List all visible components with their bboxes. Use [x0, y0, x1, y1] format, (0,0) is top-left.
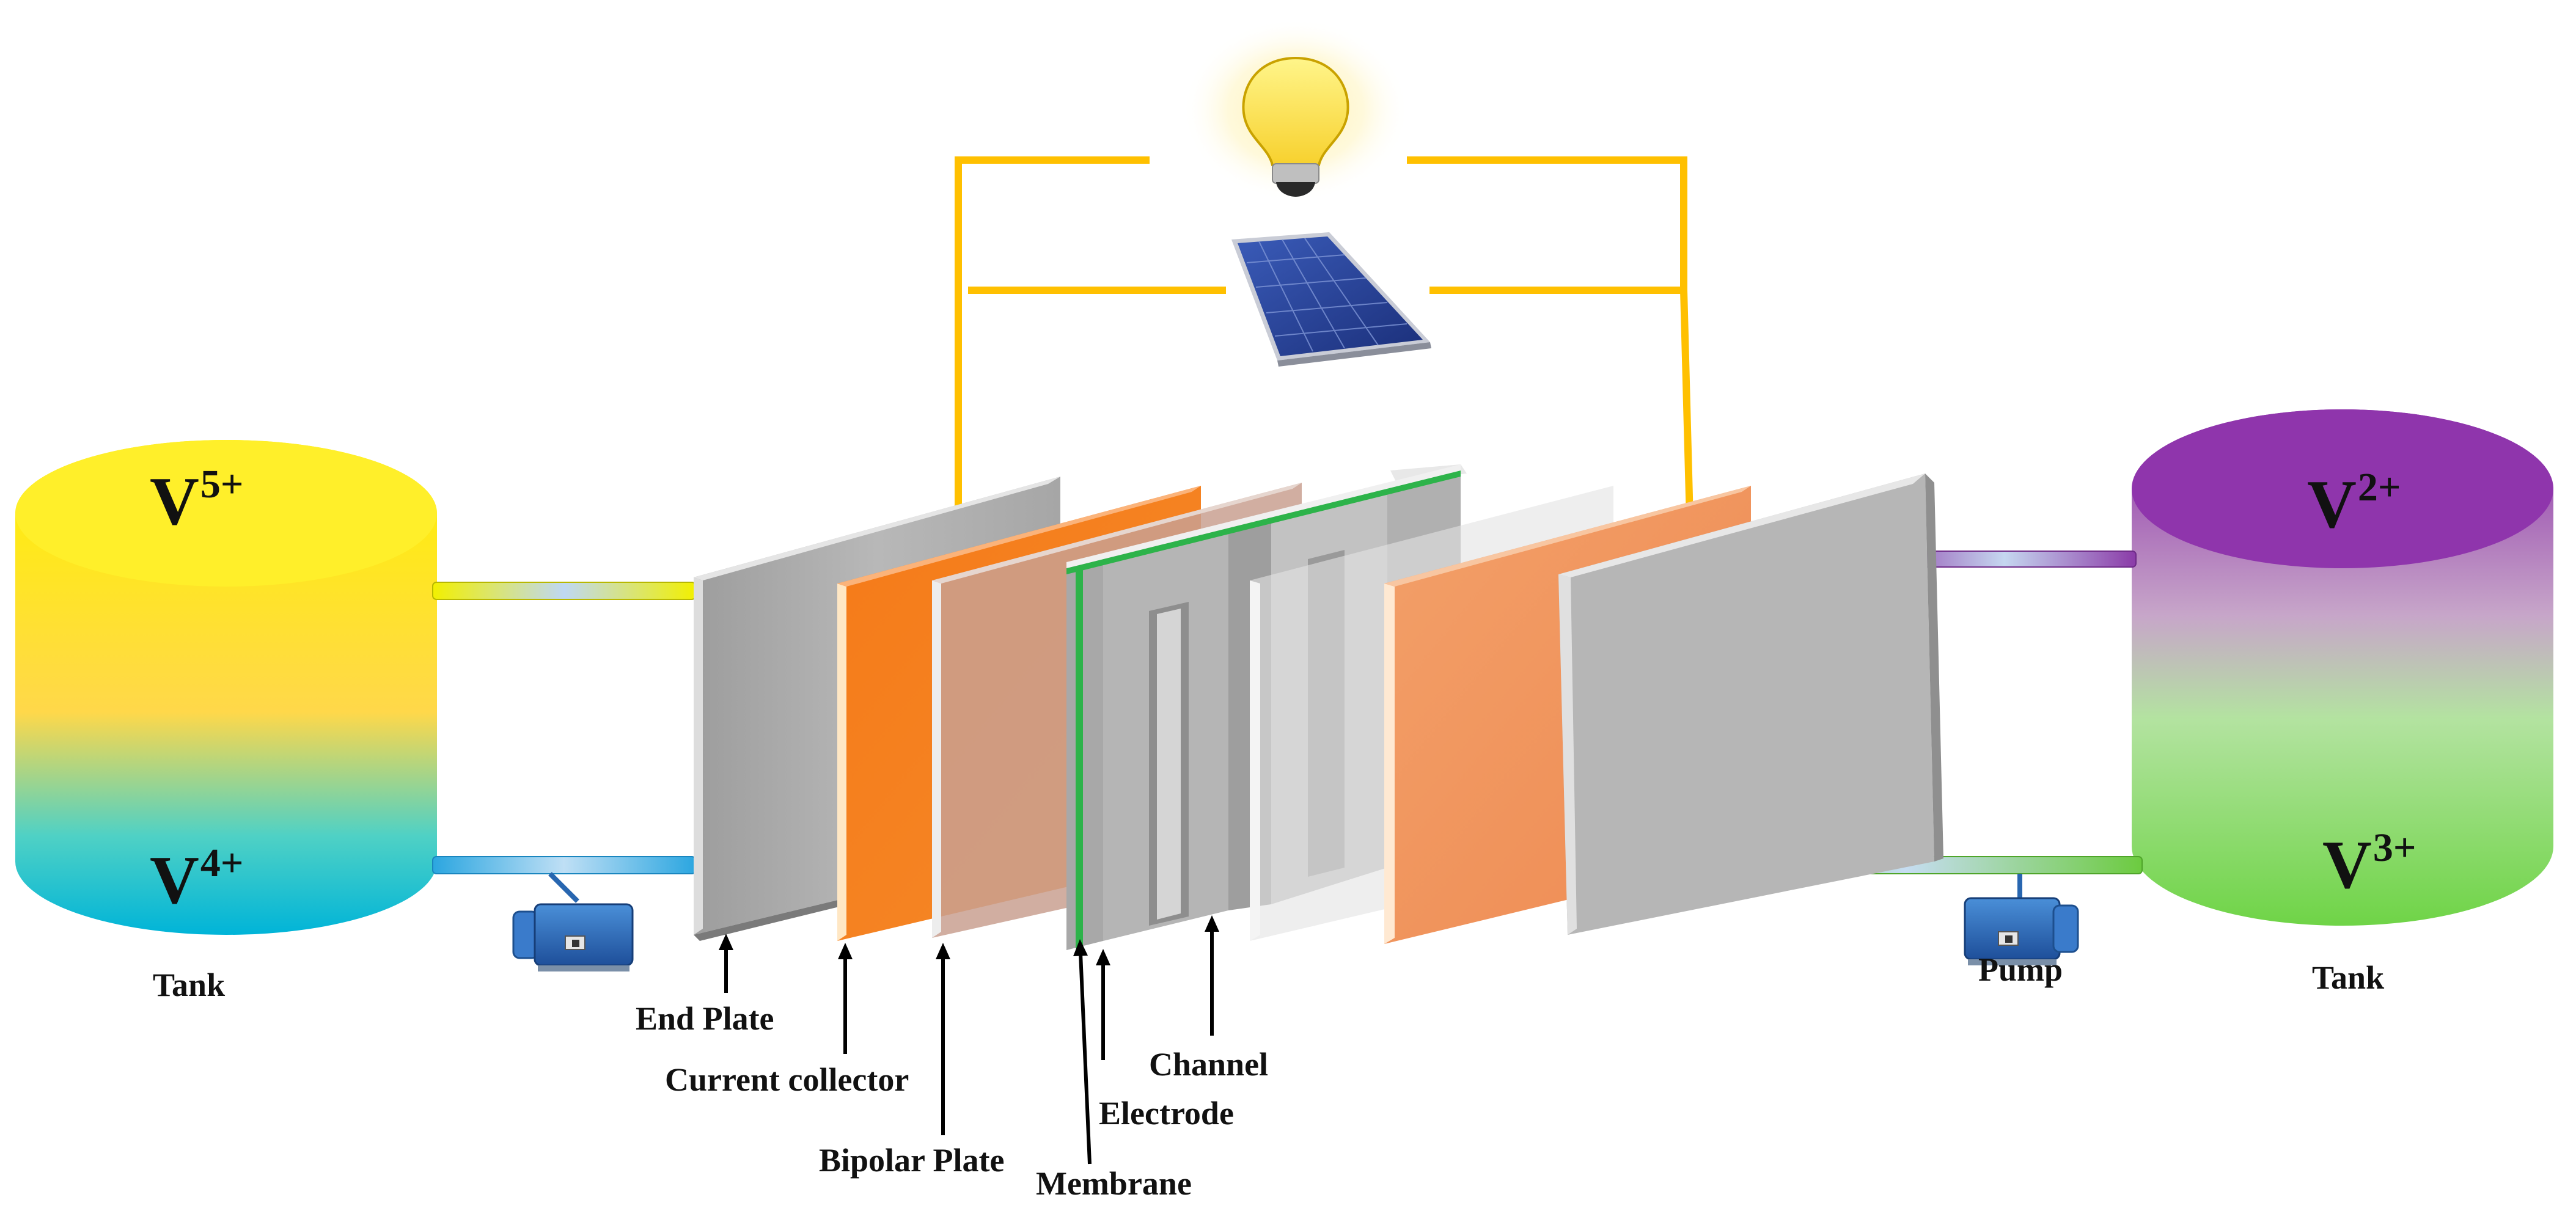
ion-label-right-bottom: V3+ [2322, 825, 2416, 903]
current-collector-label: Current collector [665, 1061, 909, 1098]
ion-label-left-bottom: V4+ [150, 841, 244, 918]
pipe-left-top [432, 582, 696, 600]
end-plate-label: End Plate [636, 1000, 774, 1037]
ion-label-left-top: V5+ [150, 462, 244, 540]
tank-left-label: Tank [153, 967, 226, 1003]
external-circuit-wires [955, 156, 1694, 554]
membrane-label: Membrane [1036, 1165, 1192, 1202]
tank-left [15, 440, 437, 935]
tank-right-label: Tank [2312, 959, 2385, 996]
solar-panel-icon [1231, 232, 1431, 367]
pipe-left-bottom [432, 856, 696, 874]
pump-icon [1964, 874, 2079, 965]
light-bulb-icon [1183, 18, 1409, 202]
cell-stack [694, 464, 1943, 950]
label-arrows [719, 915, 1219, 1165]
pump-label: Pump [1978, 951, 2063, 988]
electrode-label: Electrode [1099, 1095, 1234, 1132]
pump-icon [512, 872, 634, 971]
tank-right [2132, 409, 2553, 926]
end-plate-right [1558, 474, 1943, 935]
ion-label-right-top: V2+ [2307, 465, 2401, 543]
bipolar-plate-label: Bipolar Plate [819, 1142, 1005, 1179]
channel-label: Channel [1149, 1046, 1269, 1083]
